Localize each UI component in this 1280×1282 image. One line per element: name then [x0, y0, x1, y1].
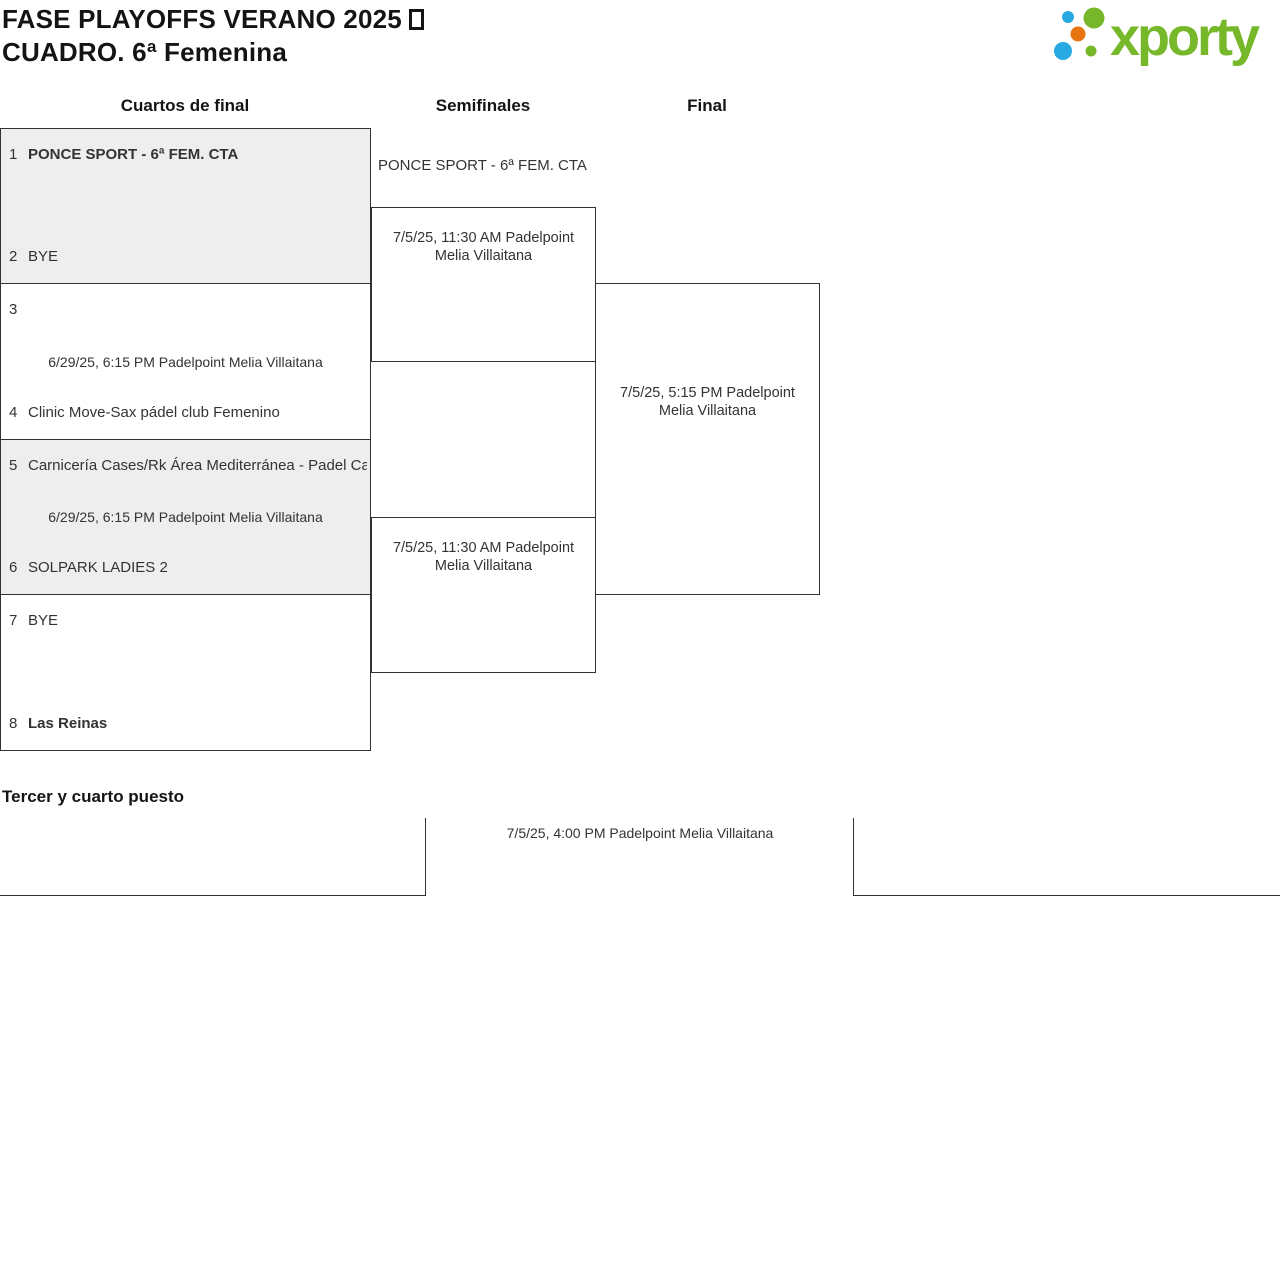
schedule-line-2: Melia Villaitana: [658, 403, 757, 419]
title-text: FASE PLAYOFFS VERANO 2025: [2, 4, 402, 34]
round-header-semifinales: Semifinales: [435, 96, 531, 115]
final-match[interactable]: 7/5/25, 5:15 PM Padelpoint Melia Villait…: [595, 283, 820, 595]
xporty-logo[interactable]: xporty: [1046, 0, 1278, 74]
match-schedule: 7/5/25, 11:30 AM Padelpoint Melia Villai…: [372, 539, 595, 575]
schedule-line-1: 7/5/25, 11:30 AM Padelpoint: [392, 230, 575, 246]
schedule-line-2: Melia Villaitana: [434, 248, 533, 264]
seed-number: 2: [9, 248, 18, 265]
missing-glyph-icon: [408, 9, 424, 30]
team-name: [28, 301, 367, 319]
sf1-advancer-label[interactable]: PONCE SPORT - 6ª FEM. CTA: [378, 157, 587, 174]
team-name: SOLPARK LADIES 2: [28, 559, 168, 576]
seed-number: 3: [9, 301, 18, 318]
third-place-schedule: 7/5/25, 4:00 PM Padelpoint Melia Villait…: [506, 825, 774, 841]
seed-number: 1: [9, 146, 18, 163]
team-row-seed-1[interactable]: 1 PONCE SPORT - 6ª FEM. CTA: [9, 146, 367, 164]
sf-match-2[interactable]: 7/5/25, 11:30 AM Padelpoint Melia Villai…: [371, 517, 596, 673]
seed-number: 8: [9, 715, 18, 732]
team-name: BYE: [28, 248, 59, 265]
round-header-cuartos: Cuartos de final: [120, 96, 250, 115]
schedule-line-2: Melia Villaitana: [434, 558, 533, 574]
team-name: Carnicería Cases/Rk Área Mediterránea - …: [28, 457, 367, 474]
logo-wordmark: xporty: [1110, 7, 1260, 67]
qf-match-4[interactable]: 7 BYE 8 Las Reinas: [0, 594, 371, 751]
seed-number: 7: [9, 612, 18, 629]
team-row-seed-2[interactable]: 2 BYE: [9, 248, 367, 266]
team-name: Las Reinas: [28, 715, 108, 732]
seed-number: 4: [9, 404, 18, 421]
team-row-seed-4[interactable]: 4 Clinic Move-Sax pádel club Femenino: [9, 404, 367, 422]
team-row-seed-8[interactable]: 8 Las Reinas: [9, 715, 367, 733]
team-row-seed-5[interactable]: 5 Carnicería Cases/Rk Área Mediterránea …: [9, 457, 367, 475]
match-schedule: 7/5/25, 5:15 PM Padelpoint Melia Villait…: [596, 384, 819, 420]
third-place-bracket-left: [0, 818, 426, 896]
sf-match-1[interactable]: 7/5/25, 11:30 AM Padelpoint Melia Villai…: [371, 207, 596, 362]
page-title: FASE PLAYOFFS VERANO 2025 CUADRO. 6ª Fem…: [2, 3, 424, 69]
qf-match-2[interactable]: 3 6/29/25, 6:15 PM Padelpoint Melia Vill…: [0, 283, 371, 440]
qf-match-3[interactable]: 5 Carnicería Cases/Rk Área Mediterránea …: [0, 439, 371, 595]
team-name: PONCE SPORT - 6ª FEM. CTA: [28, 146, 239, 163]
team-row-seed-6[interactable]: 6 SOLPARK LADIES 2: [9, 559, 367, 577]
seed-number: 5: [9, 457, 18, 474]
page-title-line-2: CUADRO. 6ª Femenina: [2, 37, 288, 67]
third-place-bracket-right: [853, 818, 1280, 896]
logo-dots-icon: [1054, 7, 1105, 60]
seed-number: 6: [9, 559, 18, 576]
team-row-seed-3[interactable]: 3: [9, 301, 367, 319]
match-schedule: 6/29/25, 6:15 PM Padelpoint Melia Villai…: [48, 509, 323, 525]
match-schedule: 6/29/25, 6:15 PM Padelpoint Melia Villai…: [48, 353, 323, 370]
schedule-line-1: 7/5/25, 5:15 PM Padelpoint: [620, 385, 795, 401]
page-title-line-1: FASE PLAYOFFS VERANO 2025: [2, 3, 424, 36]
third-place-title: Tercer y cuarto puesto: [2, 787, 185, 806]
team-row-seed-7[interactable]: 7 BYE: [9, 612, 367, 630]
team-name: BYE: [28, 612, 59, 629]
schedule-line-1: 7/5/25, 11:30 AM Padelpoint: [392, 540, 575, 556]
round-header-final: Final: [687, 96, 727, 115]
match-schedule: 7/5/25, 11:30 AM Padelpoint Melia Villai…: [372, 229, 595, 265]
qf-match-1[interactable]: 1 PONCE SPORT - 6ª FEM. CTA 2 BYE: [0, 128, 371, 284]
team-name: Clinic Move-Sax pádel club Femenino: [28, 404, 280, 421]
